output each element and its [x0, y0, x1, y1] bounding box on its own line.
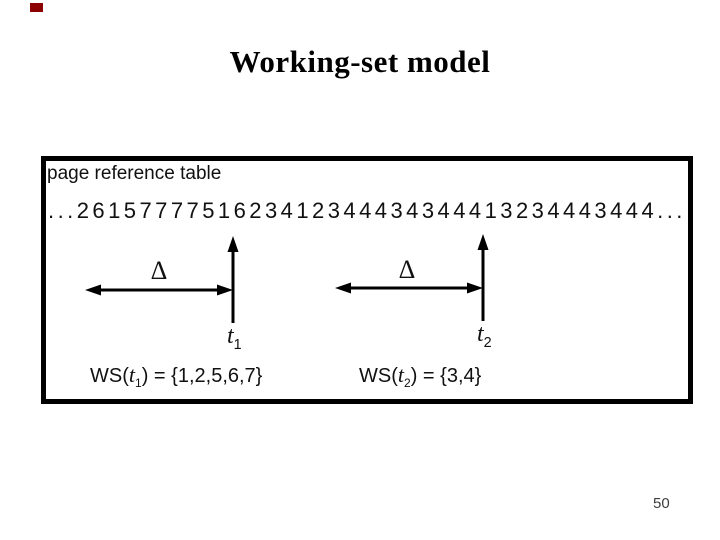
sequence-token: 4: [468, 198, 482, 223]
sequence-token: 4: [437, 198, 450, 223]
sequence-token: 3: [594, 198, 607, 223]
ws-t2-equation: WS(t2) = {3,4}: [359, 363, 481, 395]
sequence-token: 4: [359, 198, 372, 223]
ws-t1-prefix: WS(: [90, 365, 129, 387]
t1-var: t: [227, 323, 234, 349]
sequence-token: .: [676, 198, 683, 223]
sequence-token: 4: [625, 198, 638, 223]
sequence-token: 1: [217, 198, 231, 223]
ws-t2-prefix: WS(: [359, 365, 398, 387]
sequence-token: 3: [327, 198, 340, 223]
ws-t2-var: t: [397, 362, 405, 387]
sequence-token: 6: [233, 198, 246, 223]
ws-t2-set: ) = {3,4}: [410, 365, 482, 387]
t2-delta-label: Δ: [398, 255, 416, 284]
sequence-token: 2: [515, 198, 529, 223]
t1-delta-label: Δ: [150, 256, 168, 285]
ws-t1-set: ) = {1,2,5,6,7}: [141, 365, 263, 387]
sequence-token: 4: [610, 198, 623, 223]
sequence-token: 7: [155, 198, 168, 223]
sequence-token: 4: [547, 198, 560, 223]
t2-time-arrow: [477, 234, 489, 321]
sequence-token: 7: [170, 198, 184, 223]
sequence-token: 4: [374, 198, 387, 223]
t1-subscript: 1: [233, 336, 242, 353]
sequence-token: 4: [563, 198, 576, 223]
page-number: 50: [653, 495, 670, 512]
t1-label: t1: [227, 323, 242, 358]
sequence-token: .: [666, 198, 673, 223]
ws-t1-subscript: 1: [135, 376, 142, 390]
sequence-token: 7: [186, 198, 199, 223]
sequence-token: 7: [139, 198, 152, 223]
slide-title: Working-set model: [229, 44, 491, 79]
ws-t1-equation: WS(t1) = {1,2,5,6,7}: [90, 363, 262, 395]
t2-var: t: [477, 321, 484, 347]
sequence-token: 3: [390, 198, 403, 223]
page-reference-table-label: page reference table: [47, 163, 222, 184]
sequence-token: 5: [202, 198, 215, 223]
sequence-token: 2: [249, 198, 262, 223]
t2-delta-span-arrow: [335, 282, 483, 294]
sequence-token: 4: [406, 198, 419, 223]
ws-t2-subscript: 2: [404, 376, 411, 390]
ws-t1-var: t: [128, 362, 136, 387]
slide-marker: [30, 3, 43, 12]
sequence-token: 3: [531, 198, 544, 223]
sequence-token: 3: [264, 198, 278, 223]
sequence-token: 1: [108, 198, 121, 223]
sequence-token: 3: [500, 198, 513, 223]
sequence-token: 3: [421, 198, 435, 223]
t2-label: t2: [477, 321, 492, 356]
sequence-token: 4: [453, 198, 466, 223]
sequence-token: 6: [92, 198, 105, 223]
t2-subscript: 2: [483, 334, 492, 351]
sequence-token: 4: [280, 198, 293, 223]
sequence-token: 4: [641, 198, 654, 223]
sequence-token: .: [57, 198, 64, 223]
sequence-token: 1: [296, 198, 309, 223]
sequence-token: 2: [312, 198, 325, 223]
sequence-token: .: [67, 198, 74, 223]
sequence-token: 4: [343, 198, 356, 223]
sequence-token: 5: [123, 198, 136, 223]
sequence-token: 4: [578, 198, 591, 223]
sequence-token: 1: [484, 198, 497, 223]
t1-time-arrow: [227, 236, 239, 323]
sequence-token: .: [657, 198, 664, 223]
t1-delta-span-arrow: [85, 284, 233, 296]
sequence-token: 2: [76, 198, 89, 223]
sequence-token: .: [48, 198, 55, 223]
